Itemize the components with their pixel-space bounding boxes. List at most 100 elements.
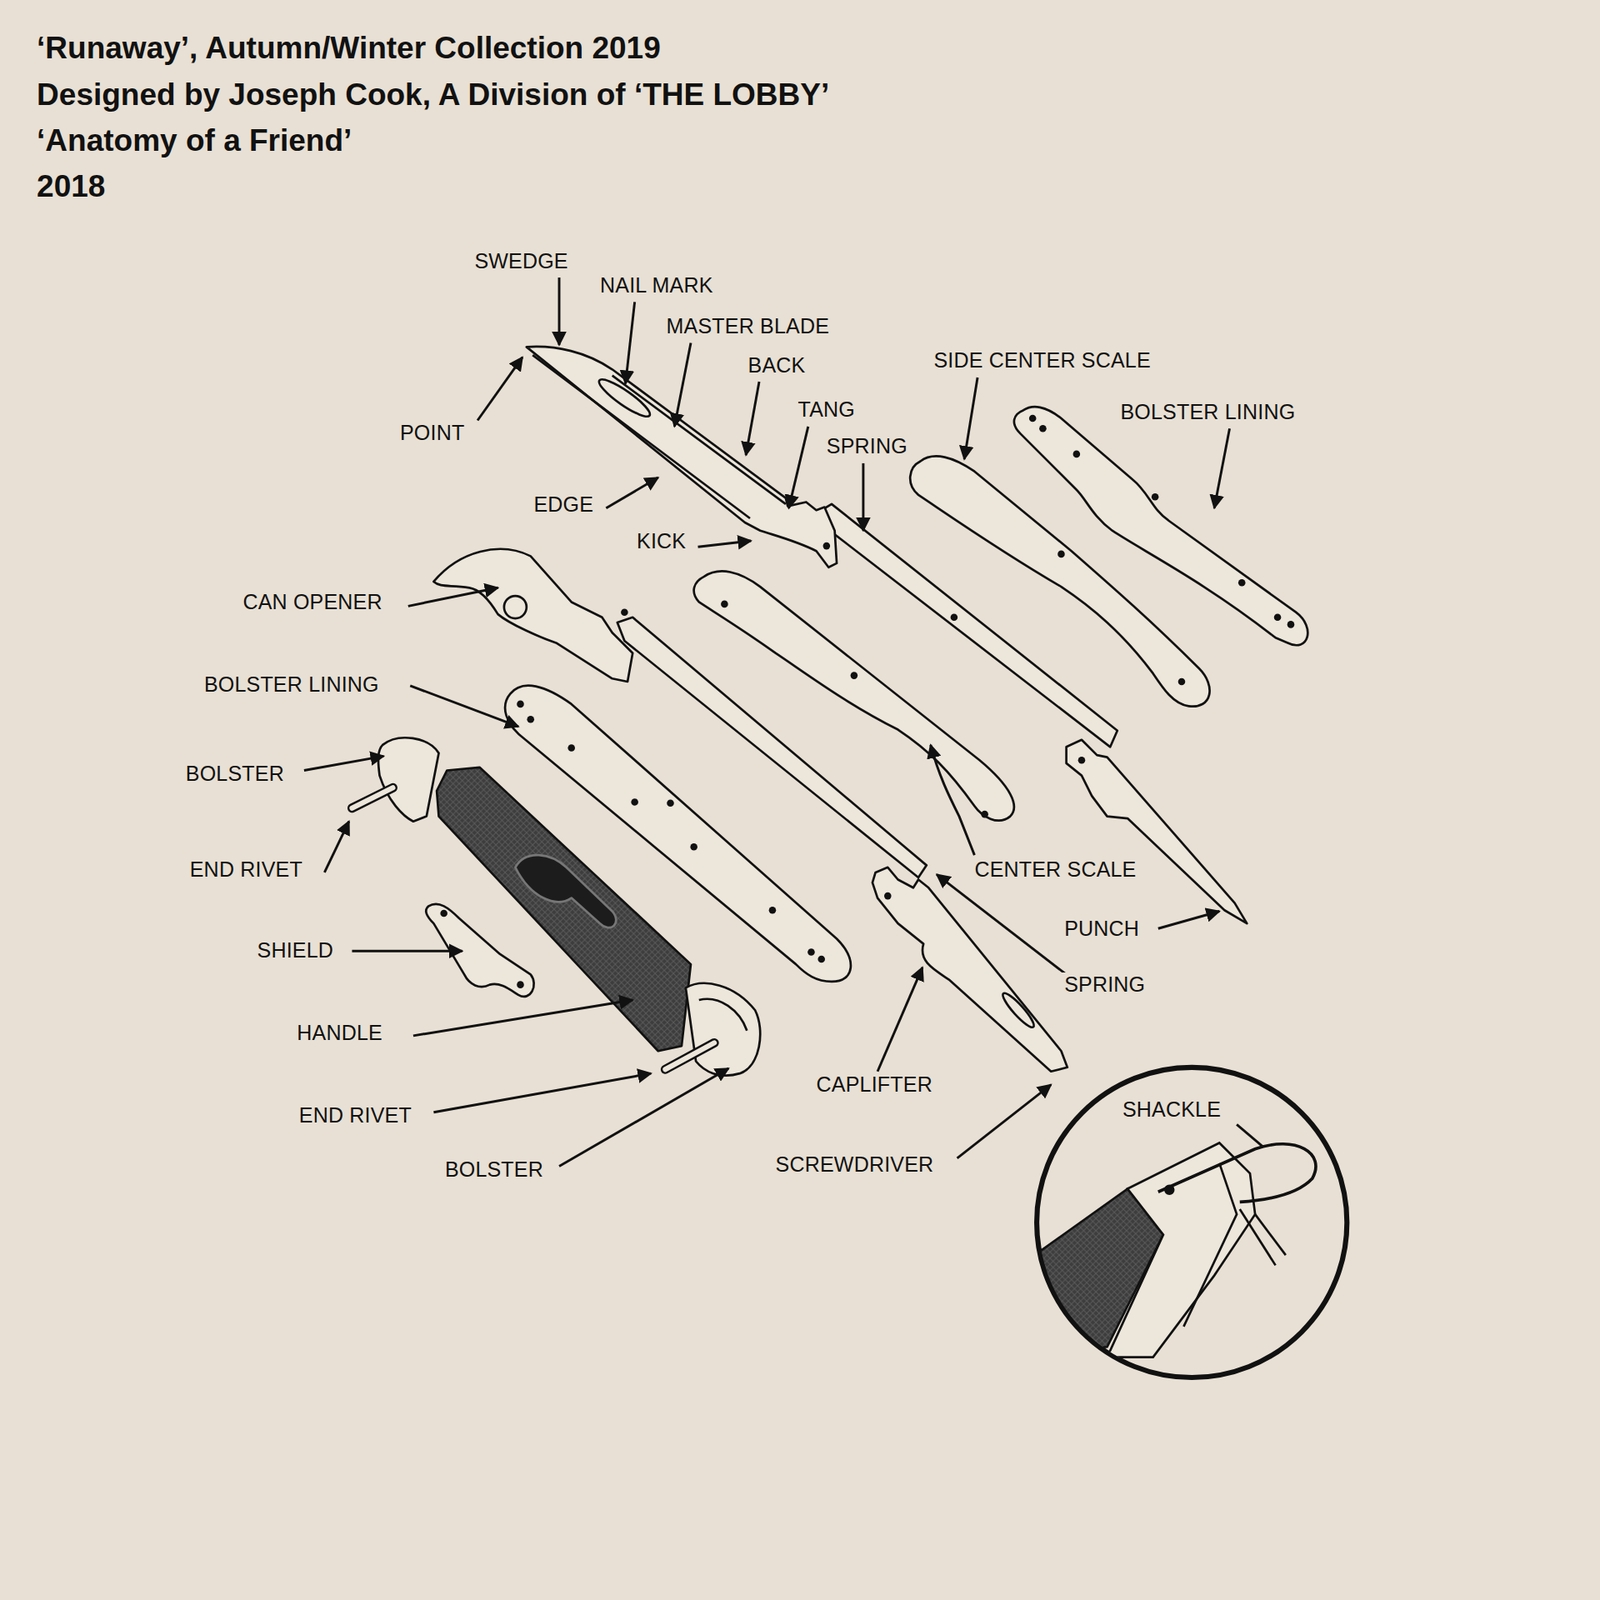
leader-arrows xyxy=(789,426,809,509)
leader-arrows xyxy=(559,1068,729,1167)
leader-arrows xyxy=(957,1085,1052,1159)
can-opener-hook xyxy=(504,595,527,619)
zoom-detail xyxy=(1020,1142,1315,1357)
part-label: END RIVET xyxy=(187,857,305,882)
rivet-holes xyxy=(1073,450,1081,459)
leader-arrows xyxy=(410,685,519,727)
rivet-holes xyxy=(823,542,831,550)
rivet-holes xyxy=(807,948,815,956)
rivet-holes xyxy=(1029,415,1037,423)
part-label: BOLSTER LINING xyxy=(1117,400,1298,425)
heading-line: Designed by Joseph Cook, A Division of ‘… xyxy=(36,77,830,114)
rivet-holes xyxy=(1287,620,1295,629)
handle-part xyxy=(436,767,691,1051)
part-label: SHACKLE xyxy=(1120,1097,1224,1122)
part-label: END RIVET xyxy=(296,1103,415,1128)
rivet-holes xyxy=(817,955,825,964)
rivet-holes xyxy=(526,715,535,724)
knife-parts xyxy=(378,346,1308,1076)
rivet-holes xyxy=(1057,550,1065,559)
side-center-scale-part xyxy=(910,455,1210,706)
rivets xyxy=(665,1042,715,1070)
part-label: NAIL MARK xyxy=(597,273,716,298)
rivets xyxy=(351,787,393,808)
part-label: SIDE CENTER SCALE xyxy=(930,348,1153,373)
rivet-holes xyxy=(720,600,729,609)
heading-line: 2018 xyxy=(36,169,105,205)
nail-mark xyxy=(595,374,654,421)
leader-arrows xyxy=(304,277,1230,1167)
rivet-holes xyxy=(620,608,629,616)
leader-arrows xyxy=(877,967,923,1072)
rivets xyxy=(665,1042,715,1070)
zoom-detail xyxy=(1158,1144,1316,1203)
leader-arrows xyxy=(964,377,978,460)
leader-arrows xyxy=(324,821,349,873)
leader-arrows xyxy=(625,301,635,384)
bolster-part xyxy=(685,983,760,1076)
bolster-lining-part xyxy=(1014,406,1308,645)
part-label: BACK xyxy=(745,353,809,378)
part-label: KICK xyxy=(634,529,689,554)
rivet-holes xyxy=(1151,493,1160,501)
zoom-detail xyxy=(1107,1142,1256,1357)
rivet-holes xyxy=(440,910,448,918)
rivet-holes xyxy=(567,744,575,752)
caplifter-part xyxy=(872,867,1068,1072)
zoom-detail xyxy=(1165,1185,1174,1195)
part-label: HANDLE xyxy=(294,1020,385,1045)
rivet-holes xyxy=(1274,614,1282,622)
part-label: SPRING xyxy=(824,434,910,459)
part-label: SCREWDRIVER xyxy=(773,1152,937,1177)
leader-line xyxy=(1236,1124,1264,1147)
rivet-holes xyxy=(980,810,989,819)
rivet-holes xyxy=(630,798,639,806)
part-label: POINT xyxy=(397,420,467,445)
leader-arrows xyxy=(1214,428,1230,509)
rivet-holes xyxy=(690,843,698,851)
part-label: TANG xyxy=(795,397,858,422)
rivet-holes xyxy=(516,980,525,989)
part-label: BOLSTER xyxy=(183,761,287,786)
part-label: CAPLIFTER xyxy=(814,1072,935,1097)
leader-arrows xyxy=(433,1073,651,1113)
bolster-part xyxy=(378,737,440,821)
zoom-detail xyxy=(1183,1163,1285,1327)
part-label: SWEDGE xyxy=(471,249,570,274)
leader-arrows xyxy=(674,342,691,426)
leader-arrows xyxy=(351,950,462,953)
rivet-holes xyxy=(850,671,859,680)
leader-arrows xyxy=(558,277,561,345)
rivet-holes xyxy=(769,906,777,915)
rivet-holes xyxy=(1238,579,1246,587)
shield-recess xyxy=(515,855,616,928)
leader-arrows xyxy=(745,381,760,455)
leader-arrows xyxy=(605,477,658,509)
rivets xyxy=(351,787,393,808)
can-opener-part xyxy=(433,549,633,682)
leader-arrows xyxy=(304,755,385,770)
leader-arrows xyxy=(930,745,975,855)
part-label: SHIELD xyxy=(255,938,337,963)
rivet-holes xyxy=(950,614,959,622)
part-label: CENTER SCALE xyxy=(971,857,1139,882)
punch-part xyxy=(1066,740,1248,924)
center-scale-part xyxy=(694,570,1015,820)
leader-arrows xyxy=(698,540,752,547)
part-label: CAN OPENER xyxy=(240,590,385,615)
rivet-holes xyxy=(516,700,525,709)
rivet-holes xyxy=(1078,756,1086,765)
leader-arrows xyxy=(861,463,865,531)
rivets xyxy=(351,787,715,1070)
part-label: EDGE xyxy=(530,492,596,517)
rivet-holes xyxy=(1178,678,1186,686)
rivet-holes xyxy=(1039,425,1047,433)
part-label: PUNCH xyxy=(1061,916,1142,941)
nail-mark xyxy=(999,990,1037,1030)
heading-line: ‘Anatomy of a Friend’ xyxy=(36,123,352,160)
rivet-holes xyxy=(884,892,892,900)
leader-arrows xyxy=(477,357,523,421)
bolster-inner xyxy=(699,999,748,1031)
